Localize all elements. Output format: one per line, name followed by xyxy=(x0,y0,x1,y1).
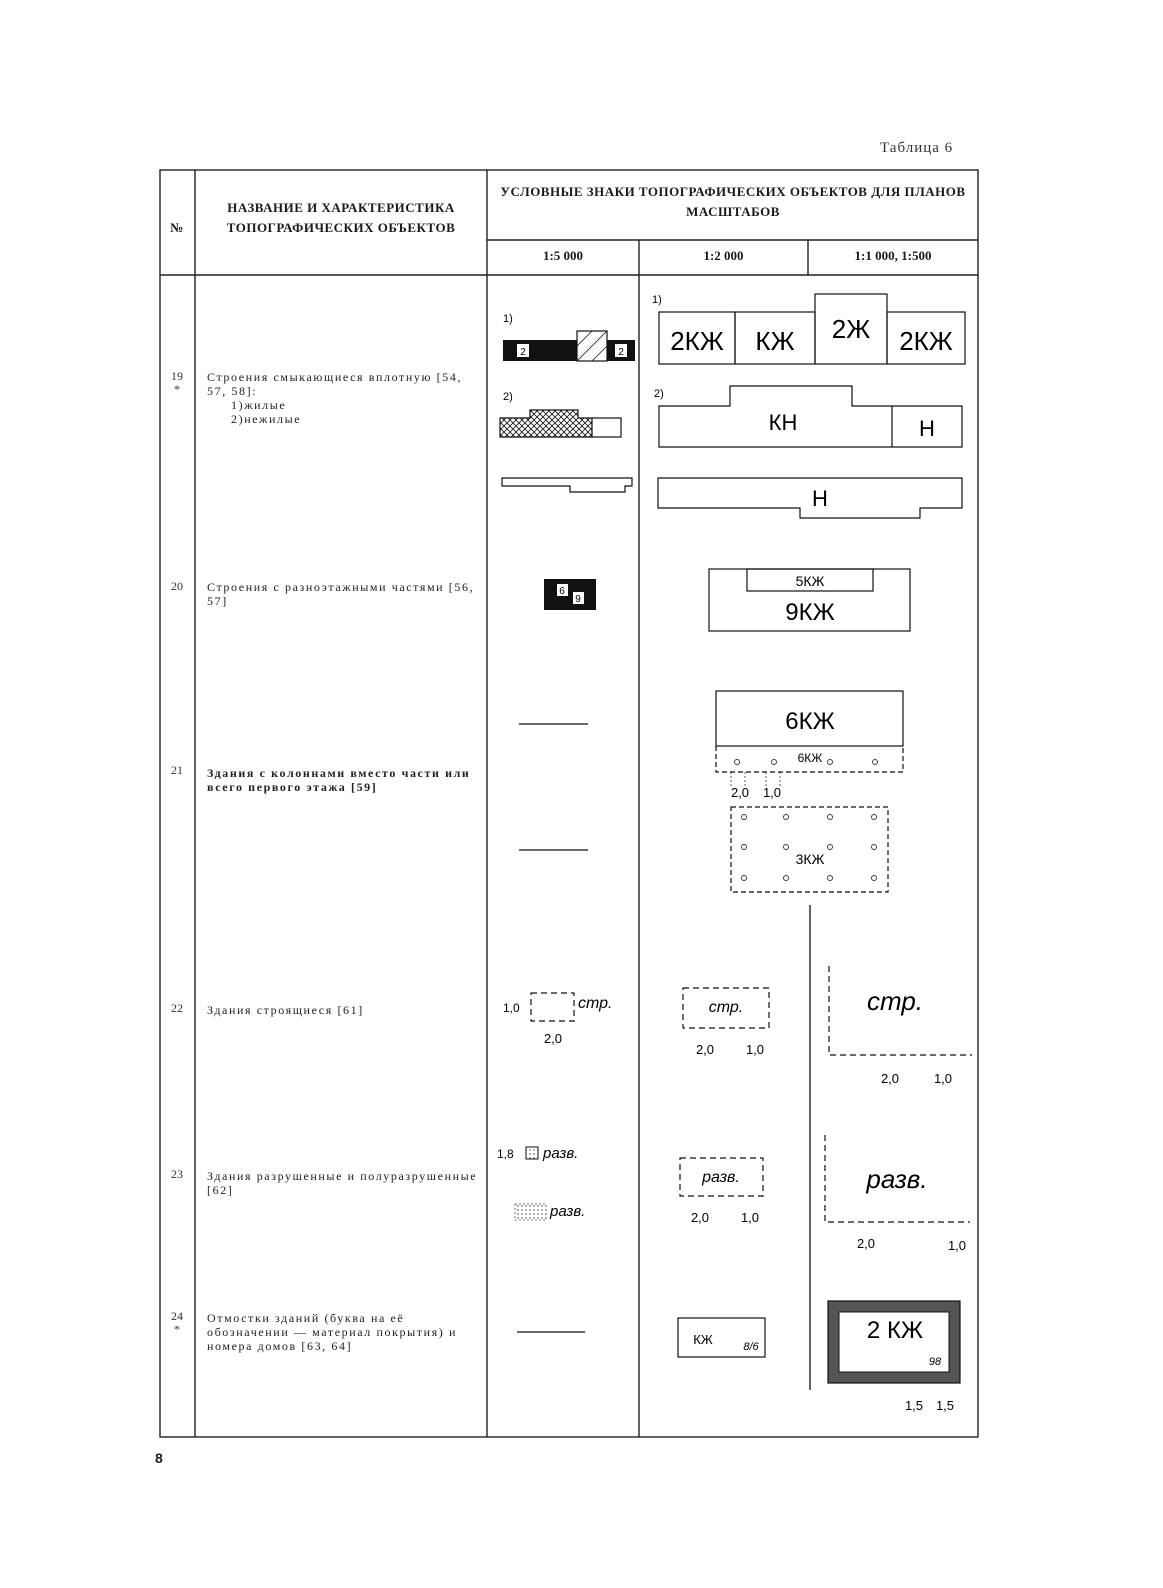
r24-a: КЖ xyxy=(693,1332,713,1347)
header-scale-1000-500: 1:1 000, 1:500 xyxy=(854,248,932,263)
r19-big2: КЖ xyxy=(755,326,794,356)
r19-big5: КН xyxy=(769,410,798,435)
header-col-no: № xyxy=(170,220,184,235)
r22-word-c: стр. xyxy=(867,986,923,1016)
r21-b: 6КЖ xyxy=(798,751,823,765)
r21-dim-b: 1,0 xyxy=(763,785,781,800)
r22-d20-c: 2,0 xyxy=(881,1071,899,1086)
row-num-22: 22 xyxy=(171,1001,183,1015)
r23-d18: 1,8 xyxy=(497,1147,514,1161)
row23-signs: 1,8 разв. разв. разв. 2,0 1,0 разв. 2,0 … xyxy=(497,1135,970,1253)
row-num-24: 24* xyxy=(171,1309,183,1336)
header-col-name: НАЗВАНИЕ И ХАРАКТЕРИСТИКА ТОПОГРАФИЧЕСКИ… xyxy=(226,200,456,235)
r23-word-b: разв. xyxy=(549,1203,585,1220)
row24-signs: КЖ 8/6 2 КЖ 98 1,5 1,5 xyxy=(517,1300,961,1413)
r20-s5-b: 9 xyxy=(575,594,581,605)
r19-big4: 2КЖ xyxy=(899,326,953,356)
r20-s5-a: 6 xyxy=(559,586,565,597)
r22-word-b: стр. xyxy=(709,999,744,1016)
row-desc-23: Здания разрушенные и полуразрушенные [62… xyxy=(207,1169,478,1197)
r22-d10-a: 1,0 xyxy=(503,1001,520,1015)
r21-dim-a: 2,0 xyxy=(731,785,749,800)
row-desc-19: Строения смыкающиеся вплотную [54, 57, 5… xyxy=(207,370,463,426)
table-label: Таблица 6 xyxy=(880,140,954,156)
r21-a: 6КЖ xyxy=(785,708,835,735)
r19-s5-num-b: 2 xyxy=(618,347,624,358)
r24-d15-a: 1,5 xyxy=(905,1398,923,1413)
r19-big7: Н xyxy=(812,486,828,511)
r19-idx2: 2) xyxy=(503,391,513,403)
r24-b: 8/6 xyxy=(743,1341,759,1353)
row-num-23: 23 xyxy=(171,1167,183,1181)
row-num-21: 21 xyxy=(171,763,183,777)
r22-d20-b: 2,0 xyxy=(696,1042,714,1057)
r23-d10-b: 1,0 xyxy=(948,1238,966,1253)
r23-word-a: разв. xyxy=(542,1145,578,1162)
row-desc-20: Строения с разноэтажными частями [56, 57… xyxy=(207,580,475,608)
r19-idx1: 1) xyxy=(503,313,513,325)
r19-idx2-b: 2) xyxy=(654,388,664,400)
r23-word-d: разв. xyxy=(865,1164,927,1194)
r24-d: 98 xyxy=(929,1356,942,1368)
r19-idx1-b: 1) xyxy=(652,294,662,306)
row-num-20: 20 xyxy=(171,579,183,593)
r23-word-c: разв. xyxy=(701,1169,740,1186)
r20-top: 5КЖ xyxy=(796,573,825,589)
r23-d20: 2,0 xyxy=(691,1210,709,1225)
r22-d10-c: 1,0 xyxy=(934,1071,952,1086)
row-num-19: 19* xyxy=(171,369,183,396)
r20-bottom: 9КЖ xyxy=(785,599,835,626)
table-grid xyxy=(159,169,979,1438)
r22-d10-b: 1,0 xyxy=(746,1042,764,1057)
row-desc-21: Здания с колоннами вместо части или всег… xyxy=(207,766,471,794)
r23-d20-b: 2,0 xyxy=(857,1236,875,1251)
row20-signs: 6 9 5КЖ 9КЖ xyxy=(544,568,911,632)
r19-big6: Н xyxy=(919,416,935,441)
r24-d15-b: 1,5 xyxy=(936,1398,954,1413)
page-number: 8 xyxy=(155,1450,163,1466)
r19-big3: 2Ж xyxy=(832,314,870,344)
r19-big1: 2КЖ xyxy=(670,326,724,356)
row21-signs: 6КЖ 6КЖ 2,0 1,0 3КЖ xyxy=(519,690,904,893)
row22-signs: 1,0 стр. 2,0 стр. 2,0 1,0 стр. 2,0 1,0 xyxy=(503,966,972,1086)
header-col-signs: УСЛОВНЫЕ ЗНАКИ ТОПОГРАФИЧЕСКИХ ОБЪЕКТОВ … xyxy=(500,184,966,219)
r22-d20-a: 2,0 xyxy=(544,1031,562,1046)
r21-c: 3КЖ xyxy=(796,851,825,867)
header-scale-5000: 1:5 000 xyxy=(542,248,584,263)
r23-d10: 1,0 xyxy=(741,1210,759,1225)
header-scale-2000: 1:2 000 xyxy=(703,248,744,263)
r19-s5-num-a: 2 xyxy=(520,347,526,358)
r24-c: 2 КЖ xyxy=(867,1317,923,1344)
row-desc-24: Отмостки зданий (буква на её обозначении… xyxy=(207,1311,457,1353)
row-desc-22: Здания строящиеся [61] xyxy=(207,1003,364,1017)
r22-word-a: стр. xyxy=(578,995,613,1012)
row19-signs: 1) 2 2 2) 1) 2КЖ КЖ xyxy=(499,293,966,519)
